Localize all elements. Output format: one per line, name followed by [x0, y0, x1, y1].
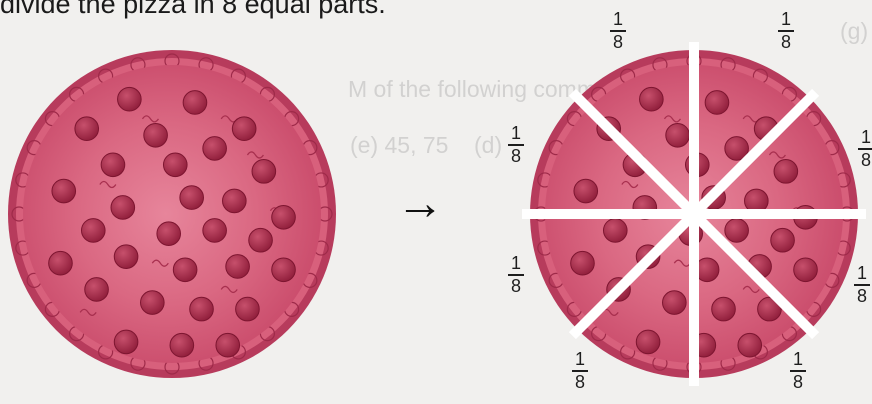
- pepperoni: [272, 205, 296, 229]
- pepperoni: [203, 219, 227, 243]
- slice-fraction-label: 1 8: [506, 124, 526, 166]
- pepperoni: [114, 245, 138, 269]
- slice-fraction-label: 1 8: [856, 128, 872, 170]
- pepperoni: [203, 137, 227, 161]
- fraction-numerator: 1: [608, 10, 628, 29]
- slice-fraction-label: 1 8: [852, 264, 872, 306]
- pepperoni: [180, 186, 204, 210]
- pepperoni: [794, 258, 818, 282]
- pepperoni: [636, 330, 660, 354]
- fraction-denominator: 8: [608, 33, 628, 52]
- pepperoni: [725, 219, 749, 243]
- pepperoni: [272, 258, 296, 282]
- fraction-numerator: 1: [506, 254, 526, 273]
- pepperoni: [216, 333, 240, 357]
- pepperoni: [170, 333, 194, 357]
- pepperoni: [574, 179, 598, 203]
- fraction-denominator: 8: [506, 147, 526, 166]
- pepperoni: [771, 228, 795, 252]
- fraction-numerator: 1: [570, 350, 590, 369]
- fraction-denominator: 8: [788, 373, 808, 392]
- whole-pizza: [8, 50, 336, 378]
- pepperoni: [640, 87, 664, 111]
- fraction-numerator: 1: [788, 350, 808, 369]
- pepperoni: [144, 123, 168, 147]
- slice-fraction-label: 1 8: [570, 350, 590, 392]
- fraction-denominator: 8: [506, 277, 526, 296]
- right-arrow-icon: →: [396, 180, 444, 228]
- pepperoni: [183, 91, 207, 115]
- pepperoni: [75, 117, 99, 141]
- pepperoni: [101, 153, 125, 177]
- pepperoni: [114, 330, 138, 354]
- pepperoni: [705, 91, 729, 115]
- pepperoni: [232, 117, 256, 141]
- pepperoni: [85, 278, 109, 302]
- pepperoni: [190, 297, 214, 321]
- pepperoni: [738, 333, 762, 357]
- sliced-pizza: [522, 42, 866, 386]
- pepperoni: [249, 228, 273, 252]
- pepperoni: [223, 189, 247, 213]
- pepperoni: [603, 219, 627, 243]
- pepperoni: [571, 251, 595, 275]
- slice-fraction-label: 1 8: [506, 254, 526, 296]
- pepperoni: [236, 297, 260, 321]
- fraction-numerator: 1: [856, 128, 872, 147]
- fraction-denominator: 8: [776, 33, 796, 52]
- pepperoni: [712, 297, 736, 321]
- pepperoni: [157, 222, 181, 246]
- pepperoni: [252, 160, 276, 184]
- slice-fraction-label: 1 8: [788, 350, 808, 392]
- fraction-numerator: 1: [506, 124, 526, 143]
- pepperoni: [163, 153, 187, 177]
- pepperoni: [226, 255, 250, 279]
- fraction-numerator: 1: [776, 10, 796, 29]
- slice-fraction-label: 1 8: [776, 10, 796, 52]
- fraction-denominator: 8: [852, 287, 872, 306]
- pepperoni: [173, 258, 197, 282]
- pepperoni: [111, 196, 135, 220]
- slice-fraction-label: 1 8: [608, 10, 628, 52]
- pepperoni: [52, 179, 76, 203]
- pepperoni: [49, 251, 73, 275]
- pepperoni: [666, 123, 690, 147]
- fraction-numerator: 1: [852, 264, 872, 283]
- pepperoni: [118, 87, 142, 111]
- pepperoni: [141, 291, 165, 315]
- pepperoni: [774, 160, 798, 184]
- fraction-denominator: 8: [856, 151, 872, 170]
- pepperoni: [663, 291, 687, 315]
- fraction-denominator: 8: [570, 373, 590, 392]
- pepperoni: [81, 219, 105, 243]
